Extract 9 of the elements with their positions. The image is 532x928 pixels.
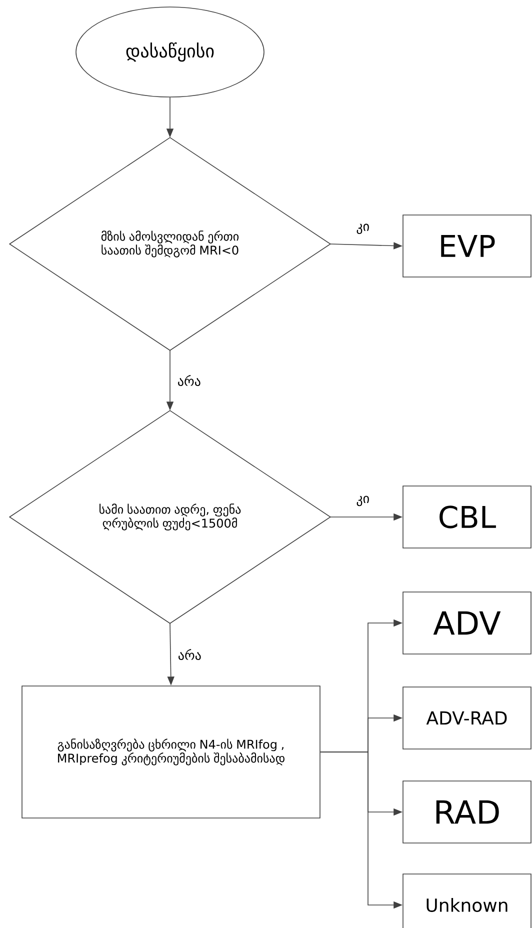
edge-label: კი [355, 494, 371, 508]
process-box: ADV [402, 592, 532, 654]
process-box: EVP [402, 214, 532, 278]
process-box: ADV-RAD [402, 686, 532, 750]
process-box: Unknown [402, 874, 532, 928]
process-box: განისაზღვრება ცხრილი N4-ის MRIfog , MRIprefog კრიტერიუმების შესაბამისად [22, 686, 320, 818]
process-box: CBL [402, 486, 532, 548]
edge-label: კი [355, 222, 371, 235]
process-box: RAD [402, 780, 532, 844]
